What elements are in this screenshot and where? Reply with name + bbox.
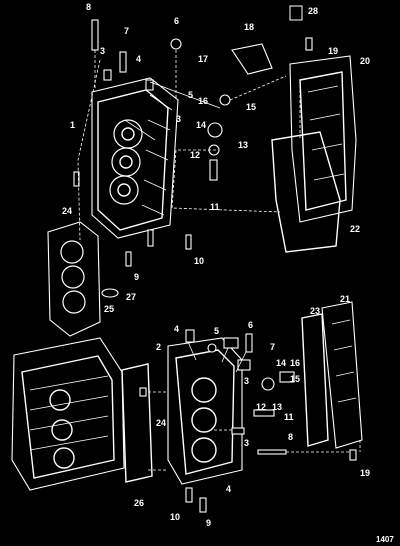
callout-1: 1 — [70, 120, 75, 130]
callout-b23: 23 — [310, 306, 320, 316]
exhaust-manifold-part-20 — [289, 55, 357, 223]
cover-plate-part-18 — [231, 43, 273, 75]
callout-7: 7 — [124, 26, 129, 36]
callout-b4b: 4 — [226, 484, 231, 494]
callout-4: 4 — [136, 54, 141, 64]
callout-22: 22 — [350, 224, 360, 234]
callout-8: 8 — [86, 2, 91, 12]
cover-gasket-part-22 — [271, 131, 341, 253]
head-gasket-upper — [47, 221, 101, 337]
callout-20: 20 — [360, 56, 370, 66]
callout-b11: 11 — [284, 412, 294, 422]
callout-27: 27 — [126, 292, 136, 302]
fasteners-bottom — [139, 329, 357, 513]
callout-12: 12 — [190, 150, 200, 160]
callout-b3b: 3 — [244, 438, 249, 448]
callout-3b: 3 — [176, 114, 181, 124]
head-gasket-lower — [121, 363, 153, 483]
callout-11: 11 — [210, 202, 220, 212]
callout-b4: 4 — [174, 324, 179, 334]
callout-25: 25 — [104, 304, 114, 314]
callouts-bottom: 4 5 6 2 7 14 16 3 15 12 13 11 23 21 24 8… — [134, 294, 370, 528]
callout-b8: 8 — [288, 432, 293, 442]
cover-part-21 — [321, 301, 363, 449]
callout-10: 10 — [194, 256, 204, 266]
callout-6: 6 — [174, 16, 179, 26]
callout-b14: 14 — [276, 358, 286, 368]
leader-lines-top — [77, 50, 301, 241]
callout-b6: 6 — [248, 320, 253, 330]
callout-b9: 9 — [206, 518, 211, 528]
callout-19: 19 — [328, 46, 338, 56]
callout-b15: 15 — [290, 374, 300, 384]
callout-16: 16 — [198, 96, 208, 106]
callout-b3: 3 — [244, 376, 249, 386]
callout-b5: 5 — [214, 326, 219, 336]
callout-b16: 16 — [290, 358, 300, 368]
callout-24: 24 — [62, 206, 72, 216]
callout-b13: 13 — [272, 402, 282, 412]
callouts-top: 8 7 6 3 4 18 17 28 19 20 5 16 15 1 3 14 … — [62, 2, 370, 314]
callout-b7: 7 — [270, 342, 275, 352]
fasteners-top — [73, 19, 313, 298]
callout-b24: 24 — [156, 418, 166, 428]
leader-lines-bottom — [148, 341, 361, 471]
cover-gasket-part-23 — [301, 313, 329, 447]
callout-5: 5 — [188, 90, 193, 100]
callout-9: 9 — [134, 272, 139, 282]
callout-28: 28 — [308, 6, 318, 16]
callout-b12: 12 — [256, 402, 266, 412]
engine-block — [11, 337, 125, 491]
callout-15: 15 — [246, 102, 256, 112]
callout-b26: 26 — [134, 498, 144, 508]
legend-box — [289, 5, 303, 21]
callout-b10: 10 — [170, 512, 180, 522]
callout-b21: 21 — [340, 294, 350, 304]
callout-13: 13 — [238, 140, 248, 150]
callout-14: 14 — [196, 120, 206, 130]
cylinder-head-upper — [91, 77, 179, 239]
callout-b19: 19 — [360, 468, 370, 478]
callout-18: 18 — [244, 22, 254, 32]
callout-b2: 2 — [156, 342, 161, 352]
callout-3: 3 — [100, 46, 105, 56]
drawing-code: 1407 — [376, 535, 394, 544]
callout-17: 17 — [198, 54, 208, 64]
cylinder-head-lower — [167, 337, 243, 485]
